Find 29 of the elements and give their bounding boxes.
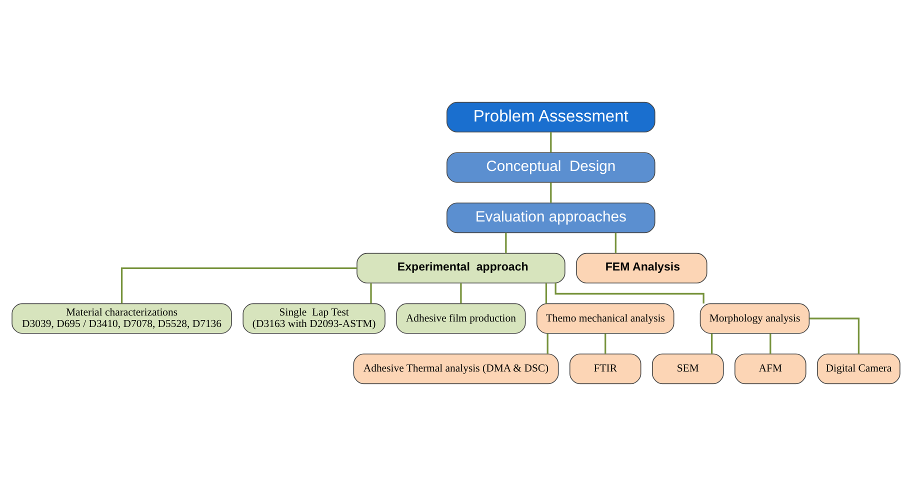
connector [614,232,616,253]
node-box: Adhesive Thermal analysis (DMA & DSC) [353,353,559,384]
node-box: Digital Camera [817,353,900,384]
node-box: FTIR [569,353,642,384]
node-box: Problem Assessment [446,101,656,132]
node-box: Conceptual Design [446,152,656,182]
connector [770,333,772,354]
connector [545,282,548,303]
connector [546,333,548,354]
node-box: Single Lap Test (D3163 with D2093-ASTM) [242,302,386,334]
connector [809,317,860,354]
connector [604,333,606,354]
node-box: Evaluation approaches [446,202,656,233]
connector [370,282,372,303]
node-box: Adhesive film production [396,302,526,334]
node-box: AFM [734,353,806,384]
node-box: Themo mechanical analysis [536,302,674,334]
node-box: Morphology analysis [700,302,810,334]
connector [460,282,462,303]
connector [554,282,704,304]
connector [711,333,713,354]
node-box: Material characterizations D3039, D695 / D3410, D7078, D5528, D7136 [12,302,232,334]
connector [550,182,552,202]
connector [505,232,507,253]
node-box: Experimental approach [356,252,566,283]
node-box: SEM [652,353,724,384]
connector [550,132,552,152]
node-box: FEM Analysis [576,252,708,283]
connector [120,266,357,303]
